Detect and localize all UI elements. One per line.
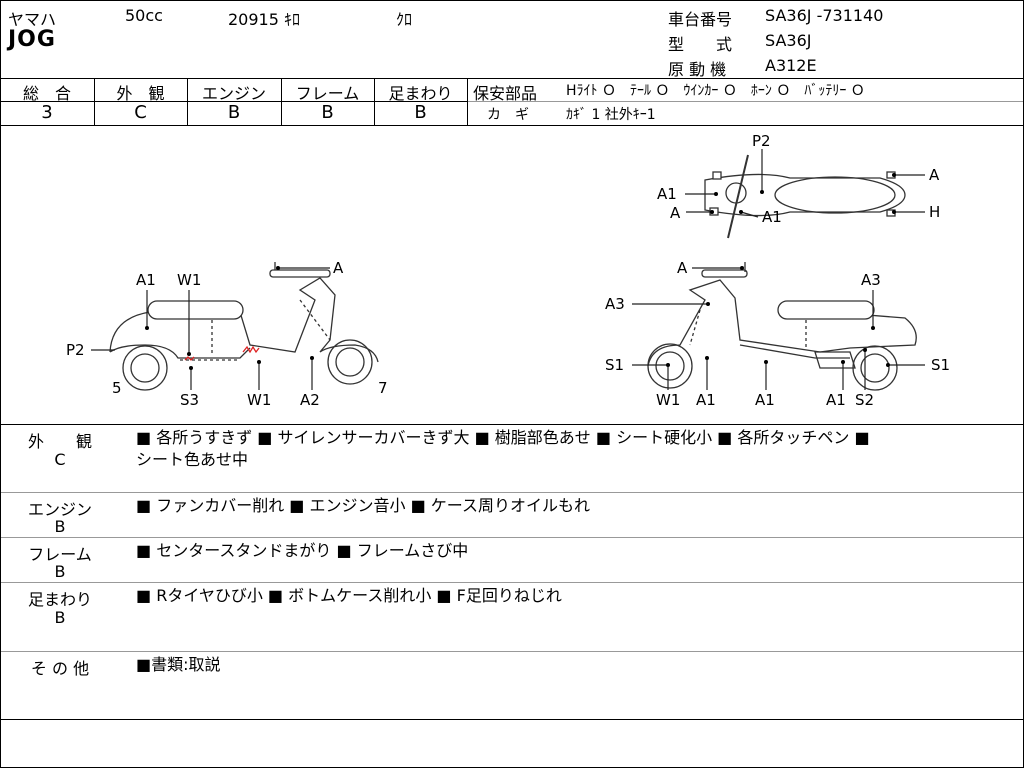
- section-exterior-line1: ■ 各所うすきず ■ サイレンサーカバーきず大 ■ 樹脂部色あせ ■ シート硬化…: [136, 428, 870, 447]
- section-frame-line1: ■ センタースタンドまがり ■ フレームさび中: [136, 541, 469, 560]
- label-right-s2: S2: [855, 391, 874, 409]
- label-top-a-right: A: [929, 166, 940, 184]
- grade-suspension-label: 足まわり: [388, 84, 453, 103]
- grade-overall-value: 3: [41, 102, 53, 123]
- section-frame-grade: B: [54, 562, 66, 581]
- section-exterior-label: 外 観: [27, 432, 92, 451]
- model-name: JOG: [8, 27, 56, 52]
- label-left-a1: A1: [136, 271, 156, 289]
- safety-label: 保安部品: [473, 84, 538, 103]
- grade-overall-label: 総 合: [22, 84, 71, 103]
- section-suspension-line1: ■ Rタイヤひび小 ■ ボトムケース削れ小 ■ F足回りねじれ: [136, 586, 562, 605]
- label-top-a: A: [670, 204, 681, 222]
- section-exterior-grade: C: [54, 450, 66, 469]
- damage-mark: [184, 356, 195, 361]
- label-left-s3: S3: [180, 391, 199, 409]
- scooter-diagram: A A1 W1 P2 5 S3 W1 A2 7 A A3 A3 S1 S1 W1…: [66, 132, 950, 409]
- grade-engine-label: エンジン: [201, 84, 266, 103]
- damage-mark: [242, 345, 260, 354]
- label-left-w1b: W1: [247, 391, 271, 409]
- label-left-a: A: [333, 259, 344, 277]
- section-suspension-label: 足まわり: [27, 590, 92, 609]
- label-right-a3b: A3: [861, 271, 881, 289]
- grade-exterior-label: 外 観: [116, 84, 165, 103]
- label-top-h: H: [929, 203, 940, 221]
- engine-label: 原 動 機: [668, 60, 727, 79]
- label-left-p2: P2: [66, 341, 85, 359]
- section-engine-grade: B: [54, 517, 66, 536]
- divider: [0, 537, 1024, 538]
- label-right-a3: A3: [605, 295, 625, 313]
- label-top-a1: A1: [657, 185, 677, 203]
- grade-frame-value: B: [321, 102, 334, 123]
- label-left-a2: A2: [300, 391, 320, 409]
- divider: [467, 101, 1024, 102]
- label-left-w1: W1: [177, 271, 201, 289]
- maker: ヤマハ: [8, 10, 57, 29]
- scooter-top-view: [704, 154, 906, 239]
- chassis-value: SA36J -731140: [765, 6, 884, 25]
- divider: [0, 424, 1024, 425]
- label-right-a: A: [677, 259, 688, 277]
- engine-value: A312E: [765, 56, 817, 75]
- label-right-w1: W1: [656, 391, 680, 409]
- divider: [0, 101, 467, 102]
- label-right-a1: A1: [696, 391, 716, 409]
- label-left-7: 7: [378, 379, 388, 397]
- grade-exterior-value: C: [134, 102, 147, 123]
- type-label: 型 式: [668, 35, 733, 54]
- label-top-a1b: A1: [762, 208, 782, 226]
- grade-suspension-value: B: [414, 102, 427, 123]
- displacement: 50cc: [125, 6, 163, 25]
- section-other-label: そ の 他: [30, 659, 90, 678]
- scooter-left-view: [109, 262, 379, 391]
- type-value: SA36J: [765, 31, 812, 50]
- section-suspension-grade: B: [54, 608, 66, 627]
- divider: [0, 125, 1024, 126]
- safety-items: Hﾗｲﾄ Ｏ ﾃｰﾙ Ｏ ｳｲﾝｶｰ Ｏ ﾎｰﾝ Ｏ ﾊﾞｯﾃﾘｰ Ｏ: [566, 83, 865, 99]
- divider: [0, 492, 1024, 493]
- section-exterior-line2: シート色あせ中: [136, 450, 249, 469]
- chassis-label: 車台番号: [668, 10, 733, 29]
- section-frame-label: フレーム: [28, 545, 92, 564]
- label-left-5: 5: [112, 379, 122, 397]
- scooter-right-view: [647, 262, 917, 391]
- section-engine-line1: ■ ファンカバー削れ ■ エンジン音小 ■ ケース周りオイルもれ: [136, 496, 590, 515]
- section-engine-label: エンジン: [27, 500, 92, 519]
- divider: [0, 719, 1024, 720]
- grade-frame-label: フレーム: [295, 84, 360, 103]
- mileage: 20915 ｷﾛ: [228, 10, 300, 29]
- key-value: ｶｷﾞ 1 社外ｷｰ1: [566, 107, 656, 123]
- key-label: カ ギ: [487, 107, 529, 123]
- label-right-s1: S1: [605, 356, 624, 374]
- label-top-p2: P2: [752, 132, 771, 150]
- label-right-a1b: A1: [755, 391, 775, 409]
- divider: [0, 582, 1024, 583]
- divider: [0, 651, 1024, 652]
- section-other-line1: ■書類:取説: [136, 655, 221, 674]
- color: ｸﾛ: [396, 10, 413, 29]
- grade-engine-value: B: [227, 102, 241, 123]
- label-right-s1b: S1: [931, 356, 950, 374]
- label-right-a1c: A1: [826, 391, 846, 409]
- divider: [0, 78, 1024, 79]
